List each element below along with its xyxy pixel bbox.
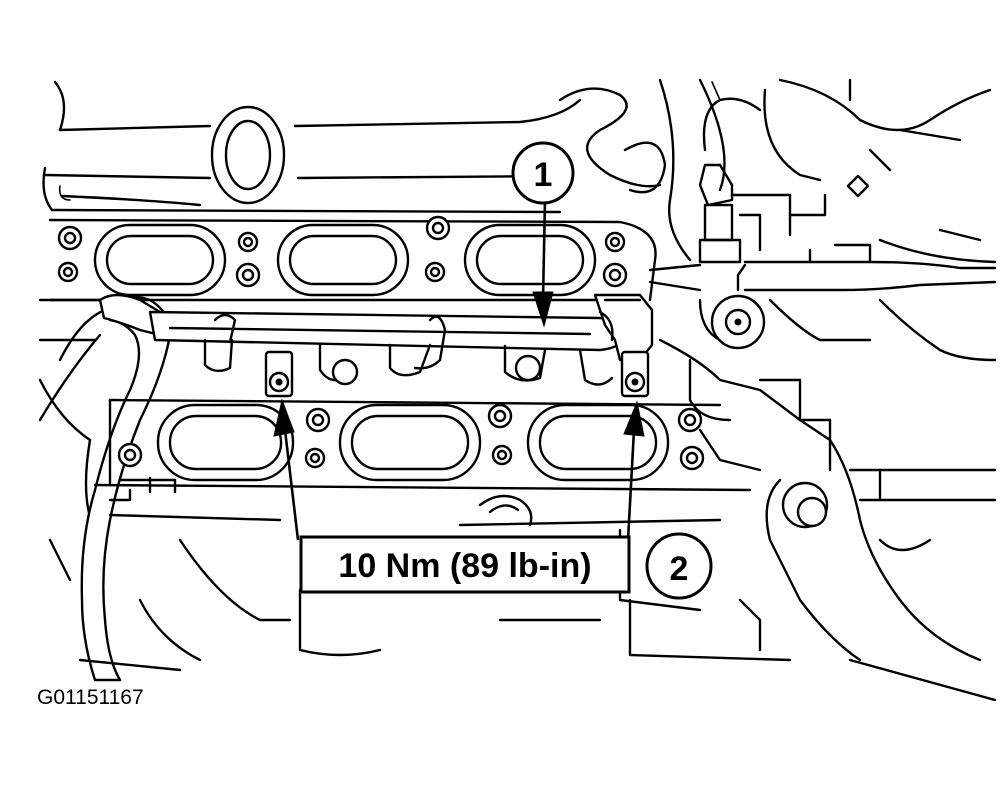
callout-2-label: 2 (670, 550, 689, 588)
fuel-rail-bolt-left (264, 350, 294, 398)
callout-1: 1 (511, 141, 575, 205)
fuel-rail (98, 293, 654, 386)
callout-1-label: 1 (534, 156, 553, 194)
figure-id: G01151167 (37, 686, 144, 709)
intake-oval (210, 105, 286, 205)
torque-arrow-right (623, 400, 645, 541)
upper-manifold-flange (48, 215, 657, 302)
lower-manifold-flange (108, 398, 722, 487)
engine-line-art (38, 78, 997, 702)
torque-spec-box: 10 Nm (89 lb-in) (299, 535, 631, 594)
callout-arrow-1 (532, 199, 554, 328)
torque-spec-label: 10 Nm (89 lb-in) (338, 547, 591, 585)
callout-2: 2 (645, 532, 713, 600)
fuel-rail-bolt-right (620, 350, 650, 398)
torque-arrow-left (273, 398, 300, 541)
